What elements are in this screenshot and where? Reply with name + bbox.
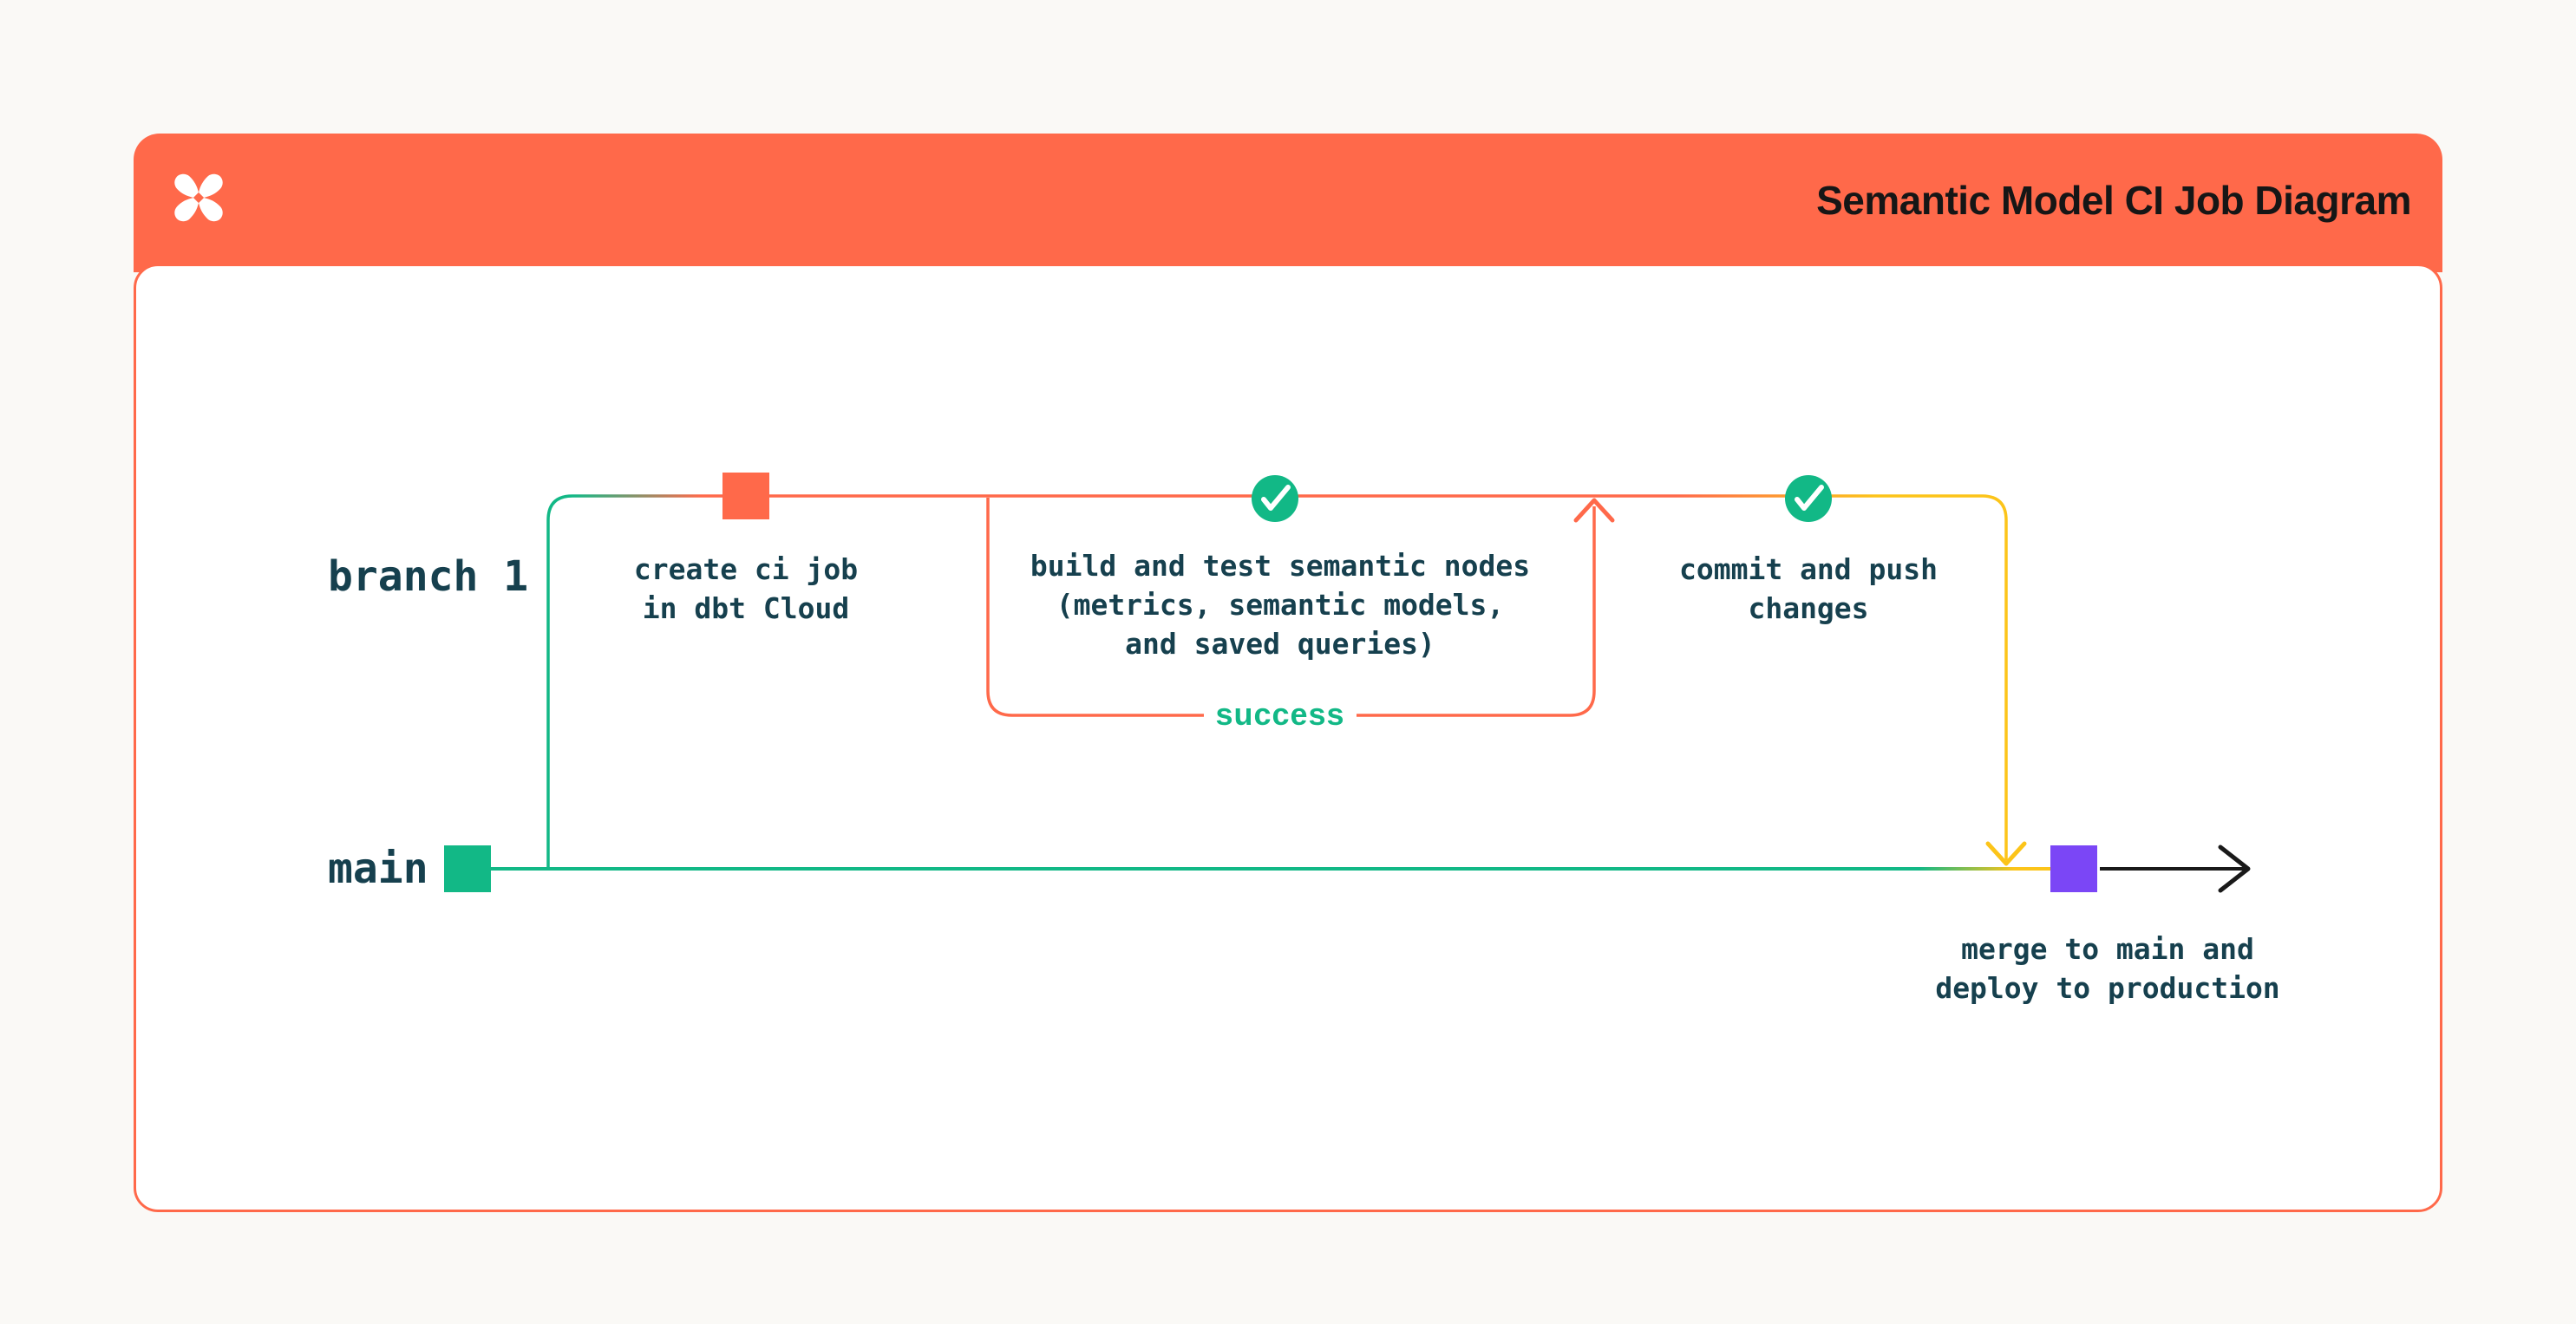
merge-deploy-label: merge to main and deploy to production [1935, 932, 2280, 1005]
main-label: main [328, 845, 428, 893]
card-body [134, 264, 2442, 1212]
success-label: success [1215, 696, 1345, 732]
commit-push-label: commit and push changes [1678, 552, 1939, 625]
branch1-label: branch 1 [328, 552, 529, 601]
diagram-card [134, 134, 2442, 1212]
page-title: Semantic Model CI Job Diagram [1816, 178, 2411, 223]
card-header [134, 134, 2442, 272]
dbt-logo-icon [174, 173, 223, 222]
create-ci-job-label: create ci job in dbt Cloud [633, 552, 859, 625]
build-test-label: build and test semantic nodes (metrics, … [1030, 549, 1531, 661]
